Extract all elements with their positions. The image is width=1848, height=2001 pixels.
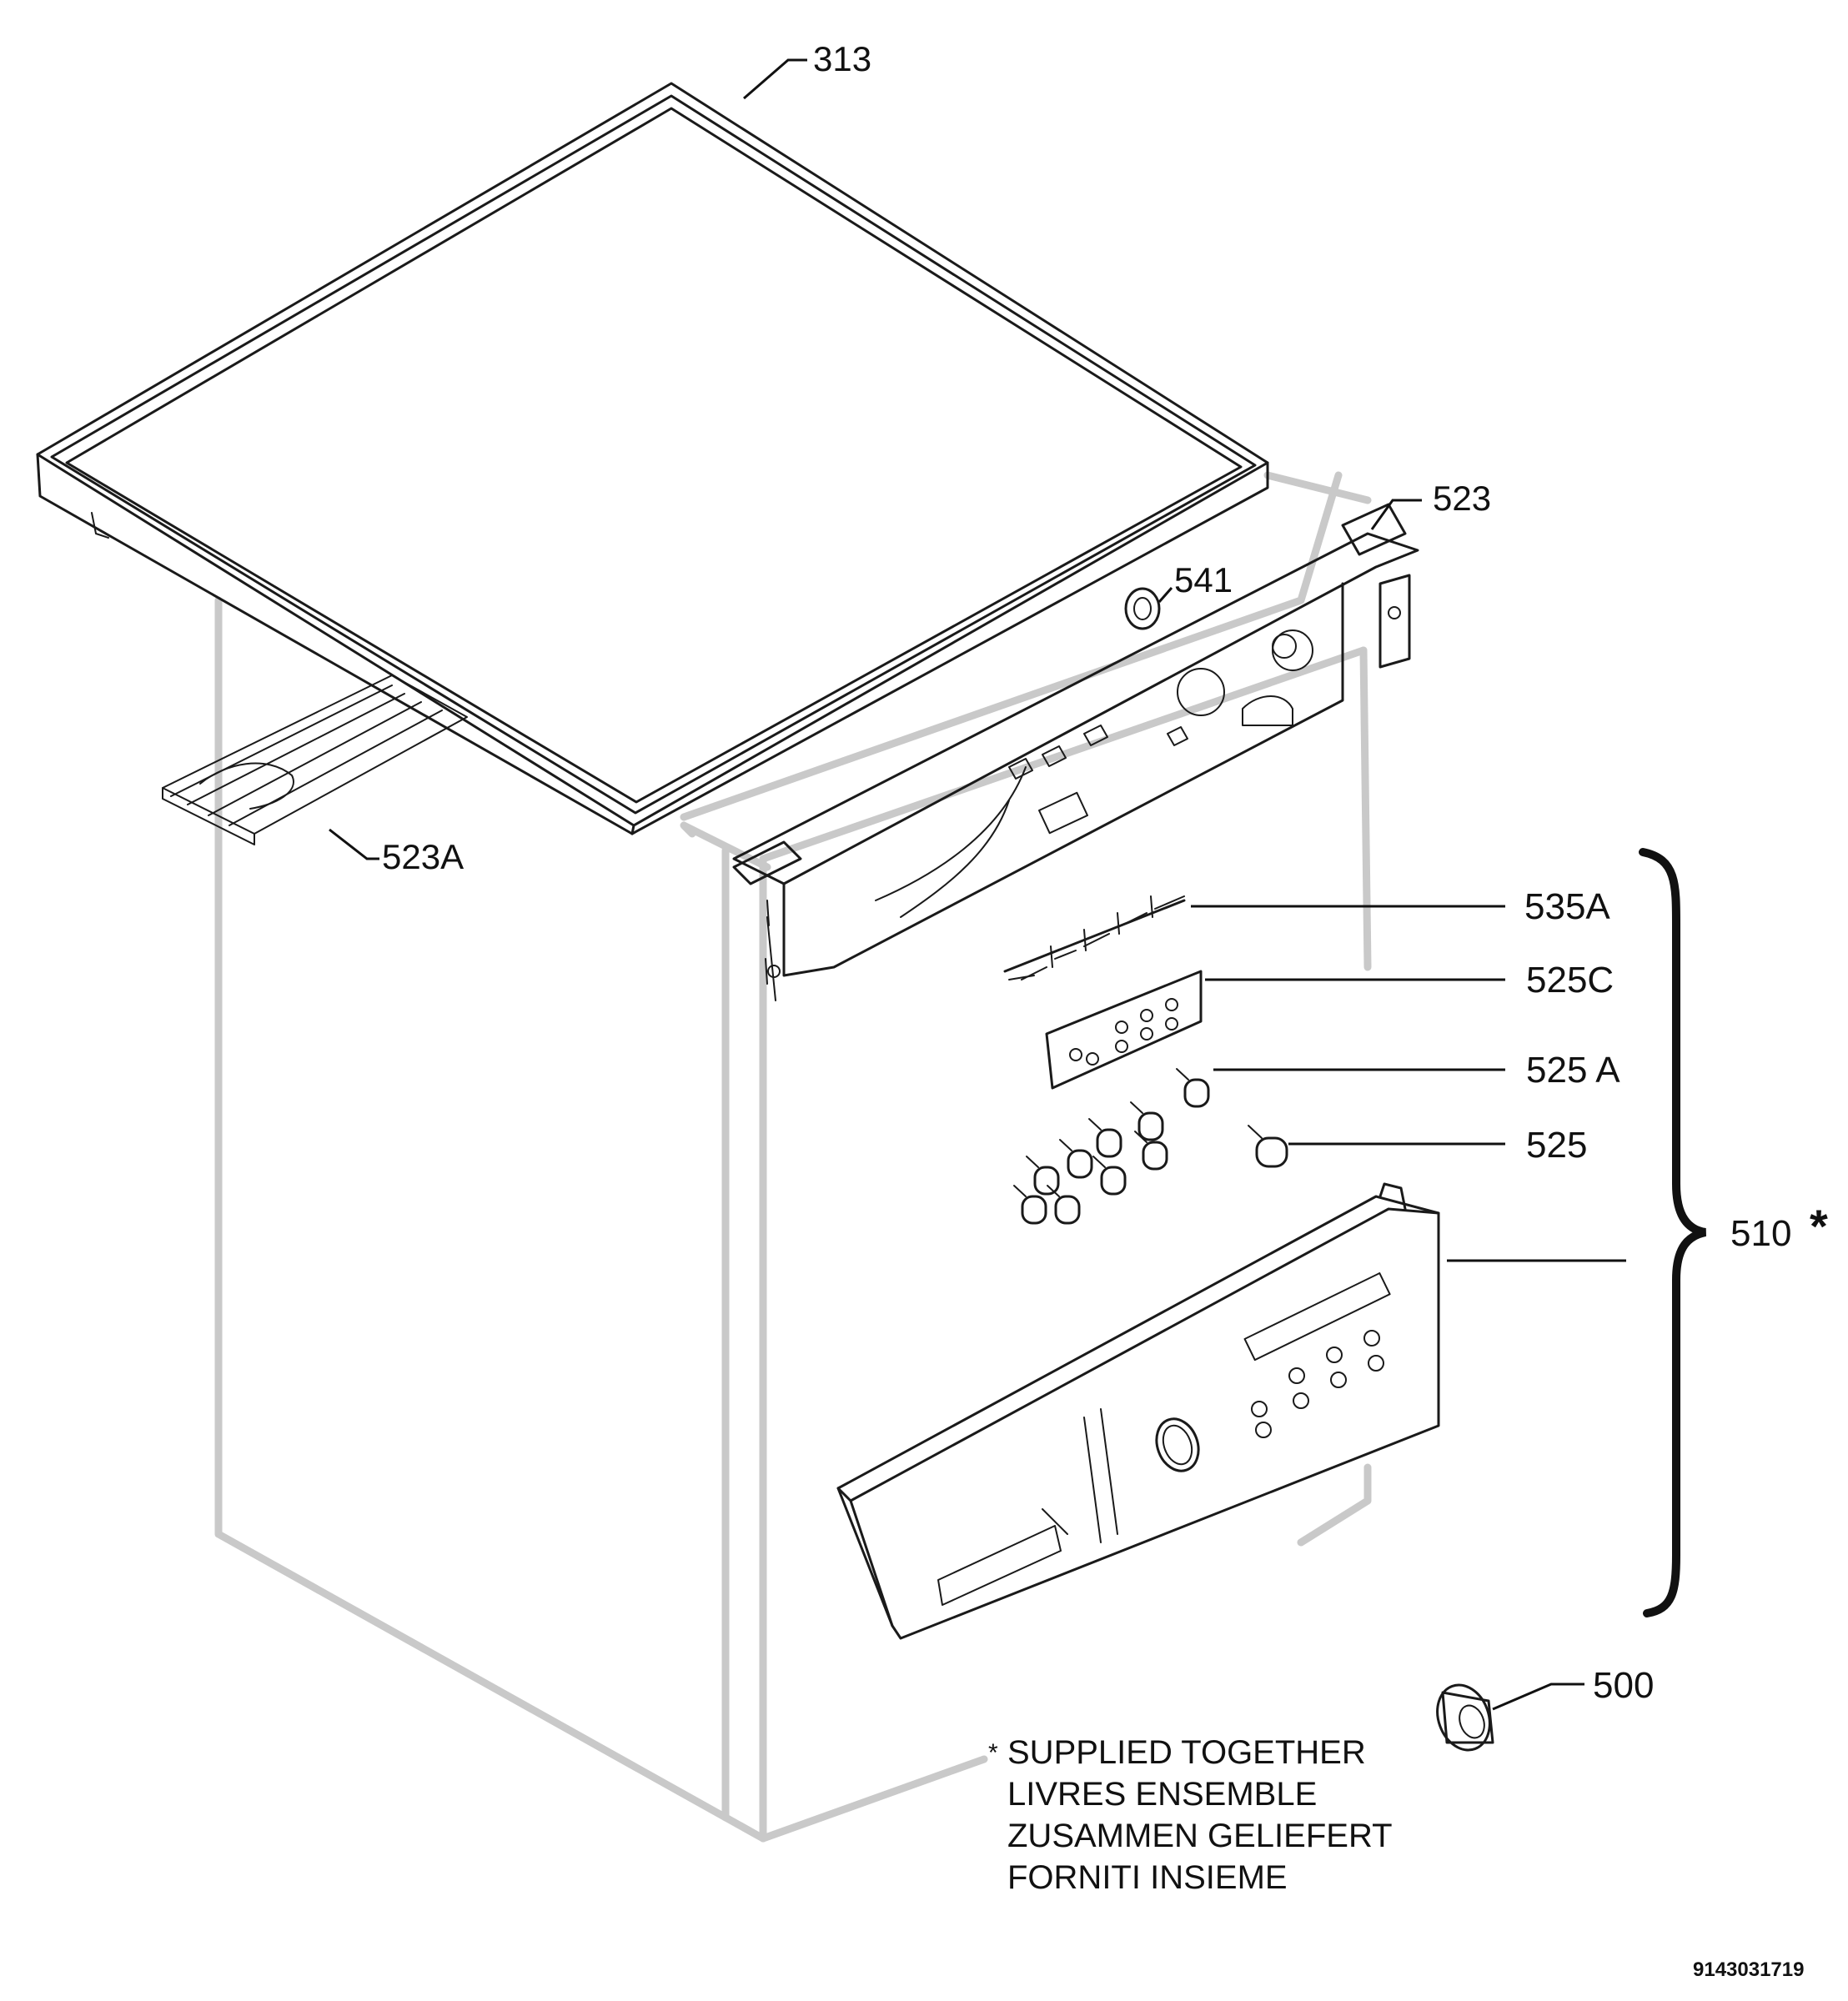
label-313: 313 — [813, 39, 871, 78]
selector-knob-500 — [1436, 1683, 1494, 1752]
knob-525 — [1248, 1125, 1288, 1168]
cabinet-body-outline — [214, 471, 1372, 1843]
control-panel-bracket — [732, 503, 1419, 1001]
part-labels: 313 523 541 523A 535A 525C 525 A 525 510… — [382, 39, 1828, 1706]
label-500: 500 — [1593, 1665, 1654, 1706]
note-line-4: FORNITI INSIEME — [1007, 1859, 1288, 1896]
control-panel-fascia — [836, 1182, 1440, 1640]
label-535A: 535A — [1524, 886, 1610, 927]
label-510-asterisk: * — [1810, 1200, 1828, 1252]
label-510: 510 — [1730, 1213, 1791, 1254]
label-525A: 525 A — [1526, 1050, 1620, 1091]
label-523: 523 — [1433, 479, 1491, 518]
label-541: 541 — [1174, 560, 1233, 599]
supply-note: * SUPPLIED TOGETHER LIVRES ENSEMBLE ZUSA… — [988, 1734, 1393, 1896]
leader-lines — [329, 58, 1707, 1711]
label-525: 525 — [1526, 1125, 1587, 1166]
light-guide-535A — [1003, 895, 1186, 980]
label-525C: 525C — [1526, 960, 1614, 1000]
electronic-board-525C — [1045, 970, 1203, 1090]
ring-seal-541 — [1124, 587, 1161, 630]
rear-support-rail — [162, 675, 468, 845]
worktop-lid — [36, 82, 1269, 835]
note-line-3: ZUSAMMEN GELIEFERT — [1007, 1818, 1393, 1854]
drawing-code: 9143031719 — [1693, 1958, 1804, 1981]
push-buttons-525A — [1013, 1068, 1210, 1225]
note-asterisk: * — [988, 1739, 998, 1767]
label-523A: 523A — [382, 837, 464, 876]
note-line-1: SUPPLIED TOGETHER — [1007, 1734, 1366, 1771]
note-line-2: LIVRES ENSEMBLE — [1007, 1776, 1317, 1813]
